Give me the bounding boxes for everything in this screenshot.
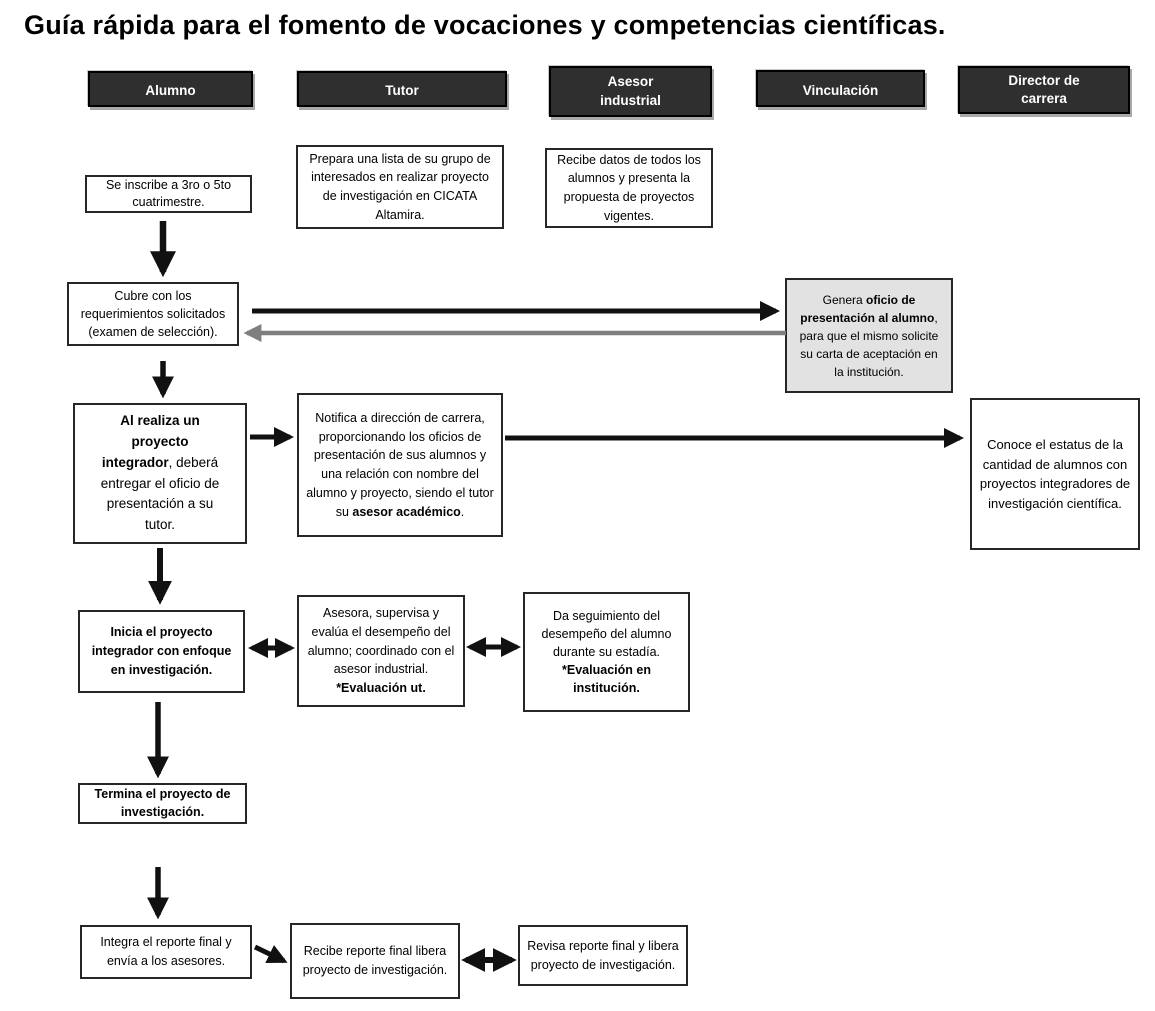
box-conoce-estatus: Conoce el estatus de la cantidad de alum… bbox=[970, 398, 1140, 550]
box-inicia-proyecto: Inicia el proyecto integrador con enfoqu… bbox=[78, 610, 245, 693]
page-title: Guía rápida para el fomento de vocacione… bbox=[24, 10, 946, 40]
box-integra-reporte: Integra el reporte final y envía a los a… bbox=[80, 925, 252, 979]
box-revisa-reporte: Revisa reporte final y libera proyecto d… bbox=[518, 925, 688, 986]
box-asesora-supervisa: Asesora, supervisa y evalúa el desempeño… bbox=[297, 595, 465, 707]
lane-header-director-de-carrera: Director de carrera bbox=[958, 66, 1130, 114]
box-notifica-direccion: Notifica a dirección de carrera, proporc… bbox=[297, 393, 503, 537]
lane-header-tutor: Tutor bbox=[297, 71, 507, 107]
box-recibe-datos: Recibe datos de todos los alumnos y pres… bbox=[545, 148, 713, 228]
arrow-integra-to-recibe-reporte bbox=[253, 944, 288, 964]
lane-header-alumno: Alumno bbox=[88, 71, 253, 107]
box-cubre-requerimientos: Cubre con los requerimientos solicitados… bbox=[67, 282, 239, 346]
lane-header-vinculacion: Vinculación bbox=[756, 70, 925, 107]
box-prepara-lista: Prepara una lista de su grupo de interes… bbox=[296, 145, 504, 229]
box-recibe-reporte-final: Recibe reporte final libera proyecto de … bbox=[290, 923, 460, 999]
lane-header-asesor-industrial: Asesor industrial bbox=[549, 66, 712, 117]
box-genera-oficio: Genera oficio de presentación al alumno,… bbox=[785, 278, 953, 393]
box-se-inscribe: Se inscribe a 3ro o 5to cuatrimestre. bbox=[85, 175, 252, 213]
box-al-realiza-proyecto: Al realiza un proyecto integrador, deber… bbox=[73, 403, 247, 544]
box-da-seguimiento: Da seguimiento del desempeño del alumno … bbox=[523, 592, 690, 712]
box-termina-proyecto: Termina el proyecto de investigación. bbox=[78, 783, 247, 824]
